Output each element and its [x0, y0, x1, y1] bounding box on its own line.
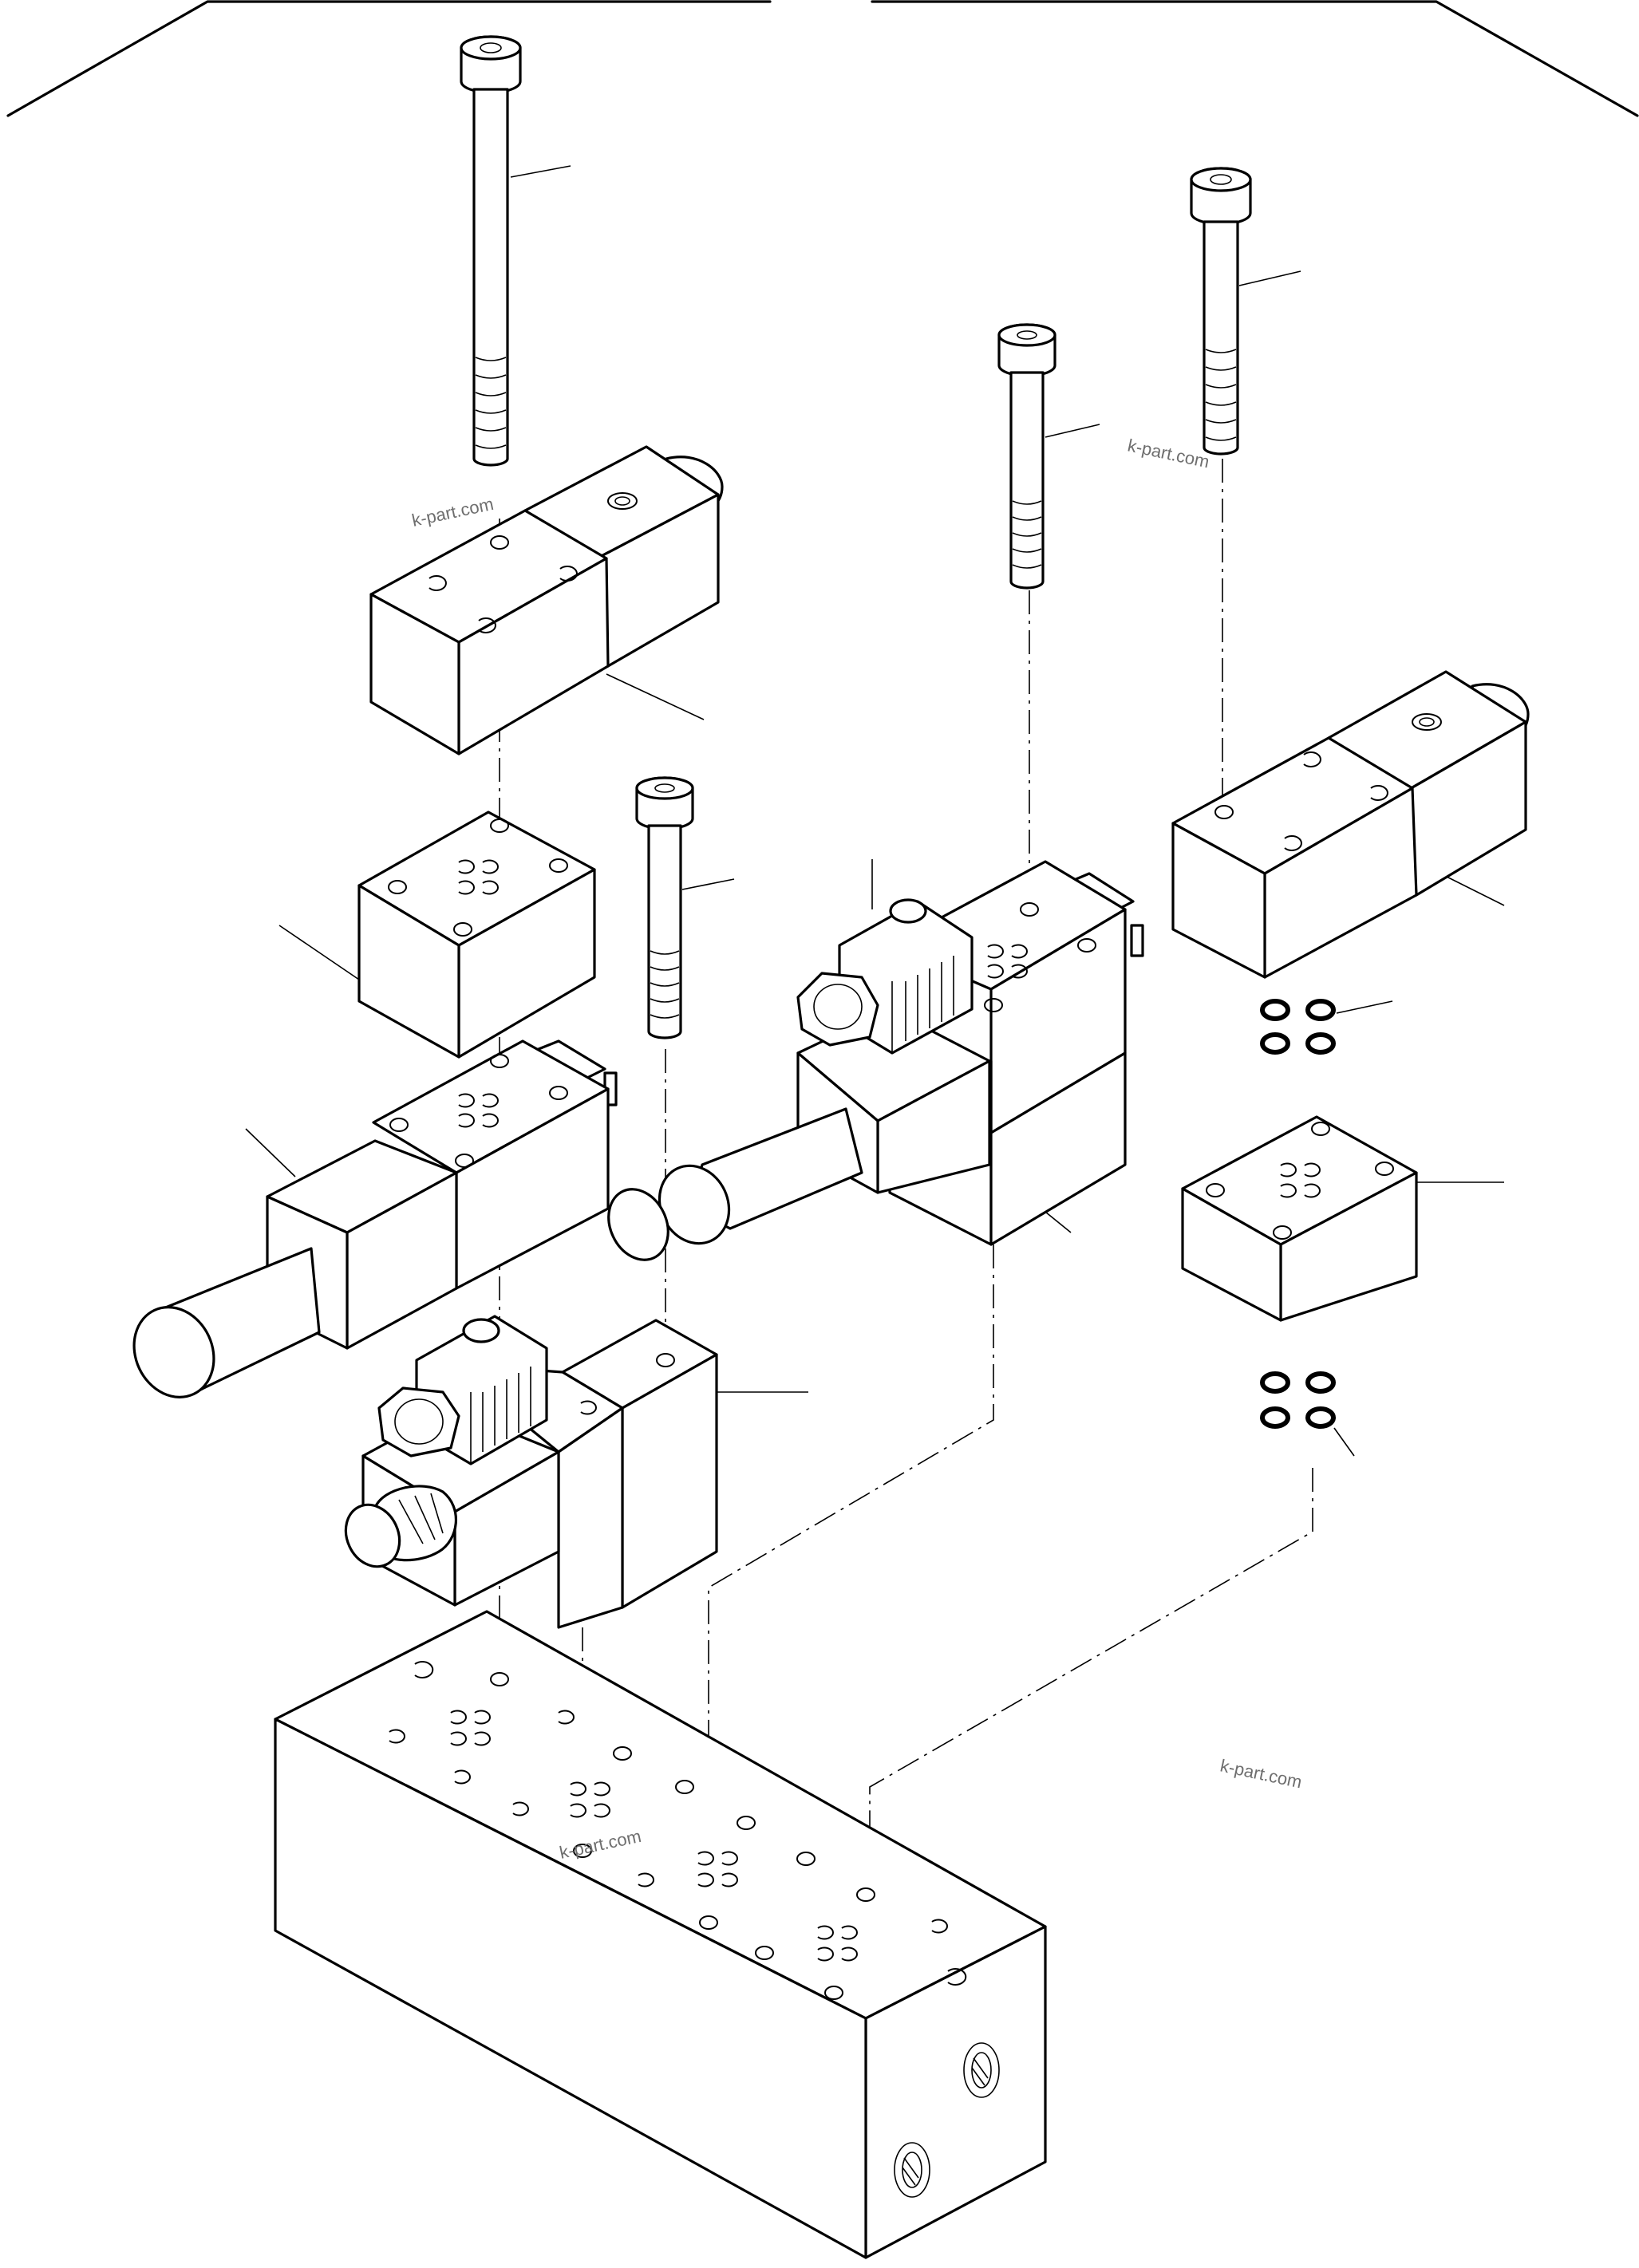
cap-screw-long-left — [460, 35, 522, 467]
pressure-valve-left — [132, 1039, 618, 1398]
frame-corner-lines — [6, 0, 1639, 117]
watermark-text: k-part.com — [1218, 1755, 1304, 1792]
watermark-text: k-part.com — [410, 494, 496, 531]
solenoid-valve-lower-left — [344, 1315, 718, 1629]
cap-screw-long-right — [1190, 167, 1252, 456]
manifold-port-holes — [389, 1661, 967, 2000]
cap-screw-short-left — [635, 776, 694, 1039]
watermark-text: k-part.com — [1126, 435, 1211, 471]
solenoid-valve-top-left — [369, 445, 724, 755]
spacer-plate-right — [1181, 1115, 1418, 1322]
cap-screw-short-centre — [997, 323, 1056, 590]
manifold-block — [274, 1610, 1047, 2259]
solenoid-valve-centre — [607, 860, 1144, 1261]
o-rings-upper — [1260, 999, 1336, 1055]
spacer-plate-left — [357, 811, 596, 1059]
o-rings-lower — [1260, 1371, 1336, 1429]
solenoid-valve-top-right — [1171, 670, 1530, 979]
